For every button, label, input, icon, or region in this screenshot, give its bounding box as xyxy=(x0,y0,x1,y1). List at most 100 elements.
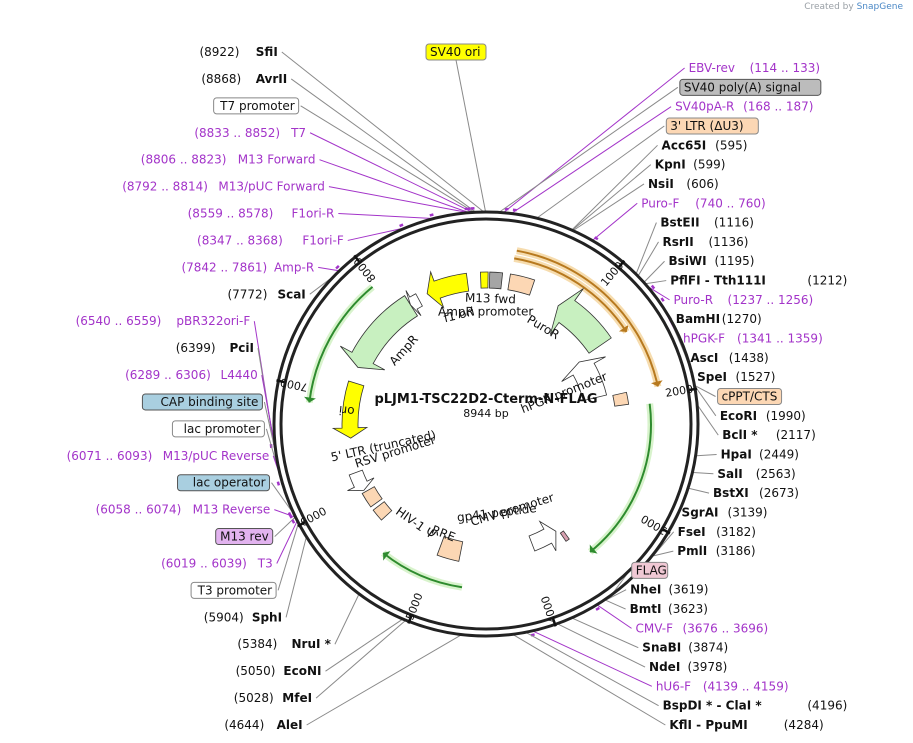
leader-line xyxy=(695,387,717,417)
primer-site-mark xyxy=(660,297,665,302)
orf-arrowhead xyxy=(304,396,316,403)
feature-f1-ori xyxy=(426,270,470,309)
feature-tag-label: SV40 ori xyxy=(430,45,481,59)
primer-name: M13/pUC Forward xyxy=(218,180,325,194)
feature-label-m13-fwd: M13 fwd xyxy=(465,291,516,307)
feature-sv40-poly-a-signal xyxy=(488,271,504,290)
enzyme-name: SalI xyxy=(717,467,742,481)
site-label: KpnI(599) xyxy=(655,158,726,172)
primer-site-mark xyxy=(650,284,656,290)
tick-mark xyxy=(297,521,306,528)
enzyme-position: (3139) xyxy=(728,505,768,519)
feature-tag-label: FLAG xyxy=(636,563,667,577)
site-label: M13 rev xyxy=(215,528,274,546)
enzyme-name: BspDI * - ClaI * xyxy=(663,699,763,713)
primer-range: (7842 .. 7861) xyxy=(181,260,267,274)
primer-name: Amp-R xyxy=(274,260,314,274)
leader-line xyxy=(537,125,665,218)
leader-line xyxy=(455,59,486,212)
site-label: F1ori-F(8347 .. 8368) xyxy=(197,233,344,247)
leader-line xyxy=(290,78,475,212)
feature-tag-box xyxy=(717,388,783,405)
enzyme-name: BstEII xyxy=(660,216,699,230)
enzyme-name: Acc65I xyxy=(662,138,707,152)
site-label: SalI(2563) xyxy=(717,467,795,481)
leader-line xyxy=(649,287,670,301)
primer-name: M13 Reverse xyxy=(193,503,271,517)
leader-line xyxy=(277,524,299,591)
leader-lines xyxy=(253,51,719,726)
site-label: F1ori-R(8559 .. 8578) xyxy=(188,207,335,221)
enzyme-position: (7772) xyxy=(227,287,267,301)
site-label: EBV-rev(114 .. 133) xyxy=(689,61,820,75)
site-label: BclI *(2117) xyxy=(722,428,816,442)
tick-mark xyxy=(618,259,626,268)
enzyme-position: (5384) xyxy=(237,637,277,651)
tick-mark xyxy=(662,528,671,535)
primer-name: T3 xyxy=(257,556,273,570)
primer-range: (4139 .. 4159) xyxy=(703,679,789,693)
tick-label: 8000 xyxy=(351,255,378,285)
primer-site-mark xyxy=(291,519,296,524)
enzyme-name: KpnI xyxy=(655,158,686,172)
feature-tag-label: T3 promoter xyxy=(197,583,273,597)
orf-arrowhead xyxy=(618,324,629,332)
snapgene-credit: Created by SnapGene xyxy=(804,2,903,12)
leader-line xyxy=(533,631,653,687)
site-label: HpaI(2449) xyxy=(721,447,799,461)
site-label: lac promoter xyxy=(171,420,265,438)
leader-line xyxy=(276,521,298,564)
leader-line xyxy=(572,618,639,649)
primer-range: (114 .. 133) xyxy=(750,61,820,75)
site-label: lac operator xyxy=(177,474,271,492)
feature-hpgk-promoter xyxy=(561,356,608,402)
tick-mark xyxy=(276,379,285,384)
site-label: EcoRI(1990) xyxy=(720,409,806,423)
enzyme-position: (1116) xyxy=(714,216,754,230)
enzyme-position: (5028) xyxy=(234,691,274,705)
primer-range: (1237 .. 1256) xyxy=(728,293,814,307)
leader-line xyxy=(328,186,466,213)
leader-line xyxy=(572,144,658,230)
enzyme-position: (4284) xyxy=(784,718,824,732)
tick-label: 3000 xyxy=(639,512,670,538)
enzyme-name: BamHI xyxy=(676,312,720,326)
primer-name: F1ori-F xyxy=(302,233,343,247)
leader-line xyxy=(572,164,652,230)
plasmid-length: 8944 bp xyxy=(463,407,508,420)
enzyme-position: (5904) xyxy=(204,610,244,624)
leader-line xyxy=(499,86,679,212)
site-label: T7(8833 .. 8852) xyxy=(194,126,306,140)
site-label: KflI - PpuMI(4284) xyxy=(669,718,823,732)
feature-tag-box xyxy=(679,78,822,96)
backbone-inner-ring xyxy=(279,217,693,631)
enzyme-position: (6399) xyxy=(176,341,216,355)
leader-line xyxy=(526,632,659,707)
feature-cppt-cts xyxy=(612,391,630,407)
primer-range: (740 .. 760) xyxy=(695,196,765,210)
leader-line xyxy=(573,183,645,231)
plasmid-center-label: pLJM1-TSC22D2-Cterm-N-FLAG 8944 bp xyxy=(374,392,597,420)
feature-label-ampr-promoter: AmpR promoter xyxy=(438,304,533,318)
feature-tag-box xyxy=(425,43,487,61)
enzyme-position: (1527) xyxy=(736,370,776,384)
enzyme-name: NdeI xyxy=(649,660,680,674)
site-label: L4440(6289 .. 6306) xyxy=(125,368,258,382)
site-label: BstEII (1116) xyxy=(660,216,754,230)
feature-tag-label: lac promoter xyxy=(184,422,261,436)
primer-range: (6289 .. 6306) xyxy=(125,368,211,382)
orf-arcs xyxy=(304,247,663,591)
backbone-outer-ring xyxy=(272,210,700,638)
site-label: SnaBI(3874) xyxy=(642,641,728,655)
site-label: Puro-F(740 .. 760) xyxy=(641,196,765,210)
site-label: 3' LTR (ΔU3) xyxy=(665,117,759,135)
primer-name: CMV-F xyxy=(636,621,674,635)
site-label: M13 Reverse(6058 .. 6074) xyxy=(96,503,271,517)
leader-line xyxy=(696,453,717,457)
site-labels: EBV-rev(114 .. 133)SV40 poly(A) signalSV… xyxy=(67,43,847,732)
leader-line xyxy=(695,385,716,397)
site-label: M13/pUC Reverse(6071 .. 6093) xyxy=(67,449,270,463)
leader-line xyxy=(300,105,474,212)
enzyme-position: (1195) xyxy=(715,254,755,268)
enzyme-position: (3874) xyxy=(688,641,728,655)
